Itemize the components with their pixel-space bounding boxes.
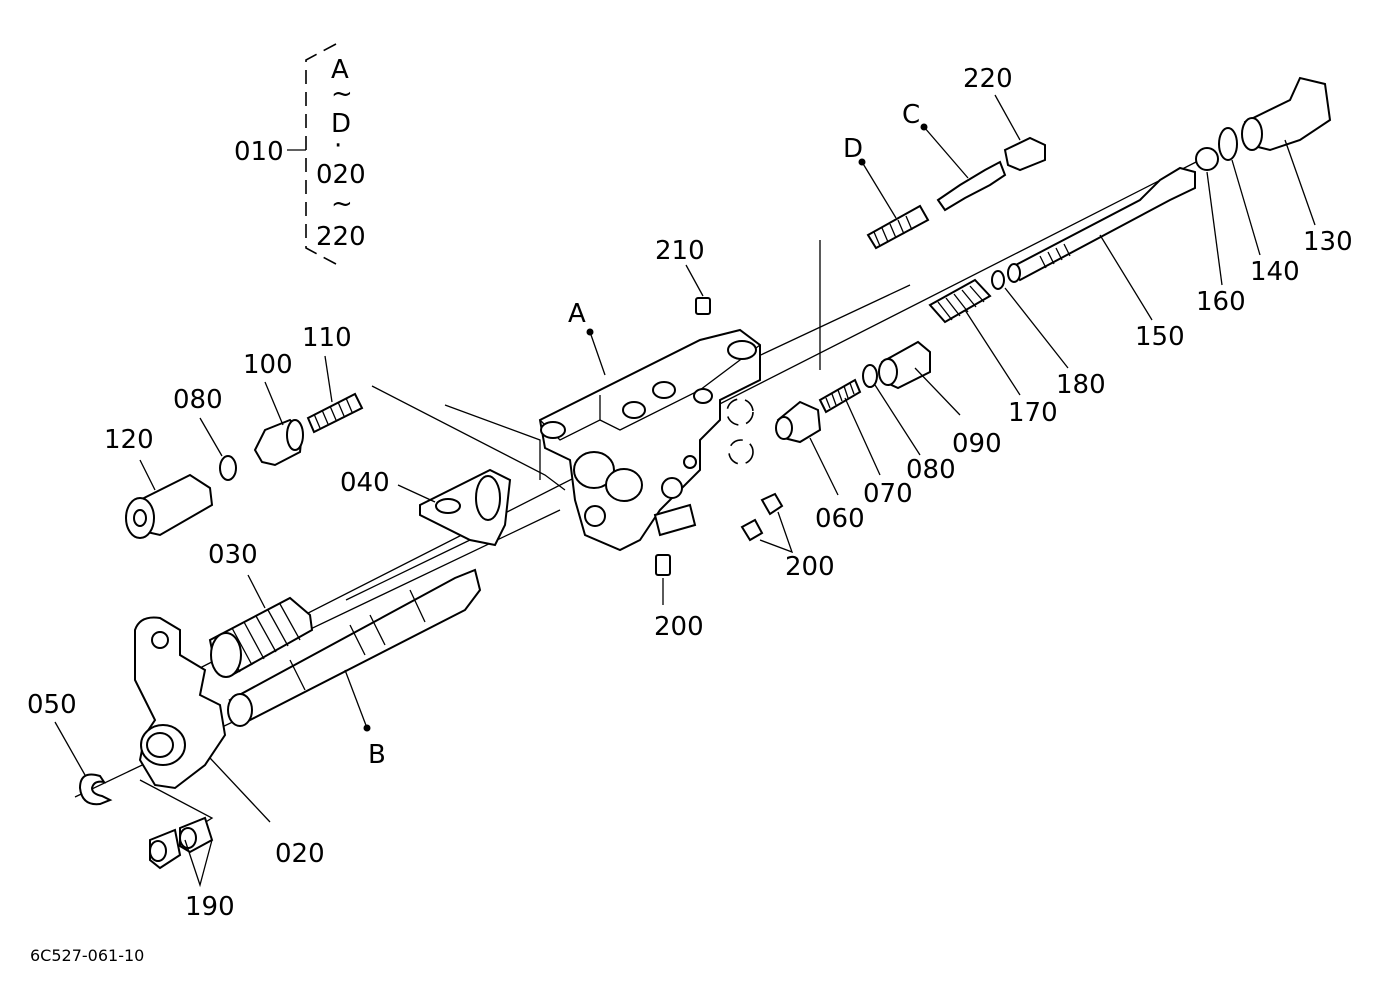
legend-range-tilde: ~	[331, 79, 353, 109]
label-060: 060	[815, 504, 865, 534]
ref-label-d: D	[843, 134, 863, 164]
legend-range2-end: 220	[316, 222, 366, 252]
legend-range-separator: ·	[334, 131, 342, 161]
label-030: 030	[208, 540, 258, 570]
label-200-right: 200	[785, 552, 835, 582]
leader-lines	[54, 94, 1316, 888]
label-050: 050	[27, 690, 77, 720]
label-130: 130	[1303, 227, 1353, 257]
label-150: 150	[1135, 322, 1185, 352]
label-100: 100	[243, 350, 293, 380]
label-110: 110	[302, 323, 352, 353]
part-140-oring	[1218, 127, 1238, 161]
part-200-plug-right-a	[760, 492, 784, 516]
part-190-bushings	[149, 816, 214, 870]
label-090: 090	[952, 429, 1002, 459]
label-070: 070	[863, 479, 913, 509]
ref-label-a: A	[568, 299, 586, 329]
part-150-rod	[1007, 166, 1196, 283]
part-100-poppet	[253, 418, 304, 467]
part-c-valve	[936, 160, 1007, 212]
legend-assembly-number: 010	[234, 137, 284, 167]
label-080-right: 080	[906, 455, 956, 485]
part-b-spool	[227, 568, 482, 727]
part-210-plug	[695, 297, 711, 315]
part-080-oring-left	[219, 455, 237, 481]
label-220: 220	[963, 64, 1013, 94]
valve-body	[538, 328, 761, 552]
part-180-oring	[991, 270, 1005, 290]
part-020-lever	[134, 616, 227, 790]
part-030-spring	[208, 596, 314, 678]
part-130-cap	[1241, 76, 1332, 152]
assembly-legend: 010 A ~ D · 020 ~ 220	[234, 43, 366, 265]
part-120-plug	[125, 473, 214, 539]
part-200-plug-bottom	[655, 554, 671, 576]
part-060-plug	[775, 400, 822, 444]
legend-range-start: A	[331, 55, 349, 85]
part-090-plug	[878, 340, 931, 390]
legend-range2-start: 020	[316, 160, 366, 190]
part-160-ball	[1195, 147, 1219, 171]
label-170: 170	[1008, 398, 1058, 428]
label-020: 020	[275, 839, 325, 869]
part-170-spring	[928, 278, 992, 324]
label-190: 190	[185, 892, 235, 922]
label-180: 180	[1056, 370, 1106, 400]
label-080-left: 080	[173, 385, 223, 415]
legend-range2-tilde: ~	[331, 189, 353, 219]
legend-range-end: D	[331, 109, 351, 139]
part-110-spring	[306, 392, 364, 434]
label-120: 120	[104, 425, 154, 455]
ref-label-b: B	[368, 740, 386, 770]
part-220-screw	[1003, 136, 1046, 172]
part-040-bracket	[419, 468, 512, 547]
label-210: 210	[655, 236, 705, 266]
drawing-code: 6C527-061-10	[30, 946, 144, 965]
part-labels: 020 030 040 050 060 070 080 080 090 100 …	[27, 64, 1353, 922]
ref-label-c: C	[902, 100, 920, 130]
label-140: 140	[1250, 257, 1300, 287]
part-070-spring	[818, 378, 862, 414]
part-200-plug-right-b	[740, 518, 764, 542]
label-200-bottom: 200	[654, 612, 704, 642]
label-160: 160	[1196, 287, 1246, 317]
part-050-clip	[78, 773, 113, 806]
part-d-spring	[866, 204, 930, 250]
part-080-oring-right	[862, 364, 878, 388]
label-040: 040	[340, 468, 390, 498]
